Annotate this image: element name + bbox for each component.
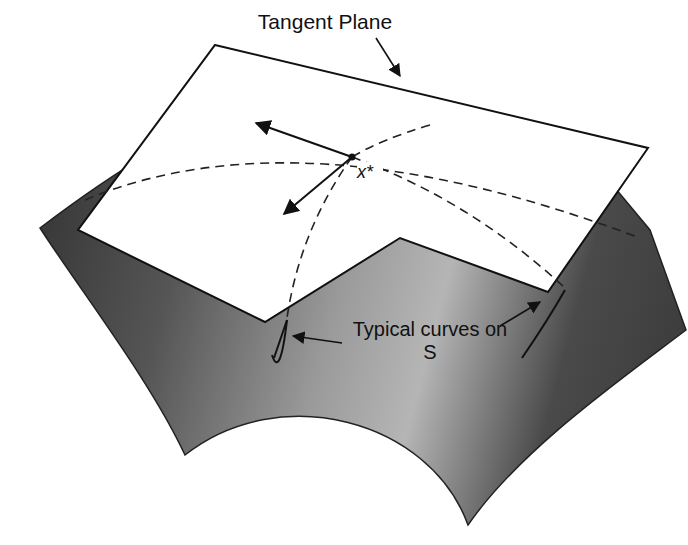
tangent-plane: [78, 45, 648, 322]
curves-callout: Typical curves on S: [345, 318, 515, 364]
leader-lines: [293, 38, 540, 343]
point-marker: [349, 154, 356, 161]
hidden-curves: [85, 125, 640, 318]
tangent-vectors: [256, 123, 352, 214]
point-label: x*: [357, 162, 383, 183]
surface-label: S: [500, 474, 534, 499]
title-callout: Tangent Plane: [250, 10, 400, 34]
